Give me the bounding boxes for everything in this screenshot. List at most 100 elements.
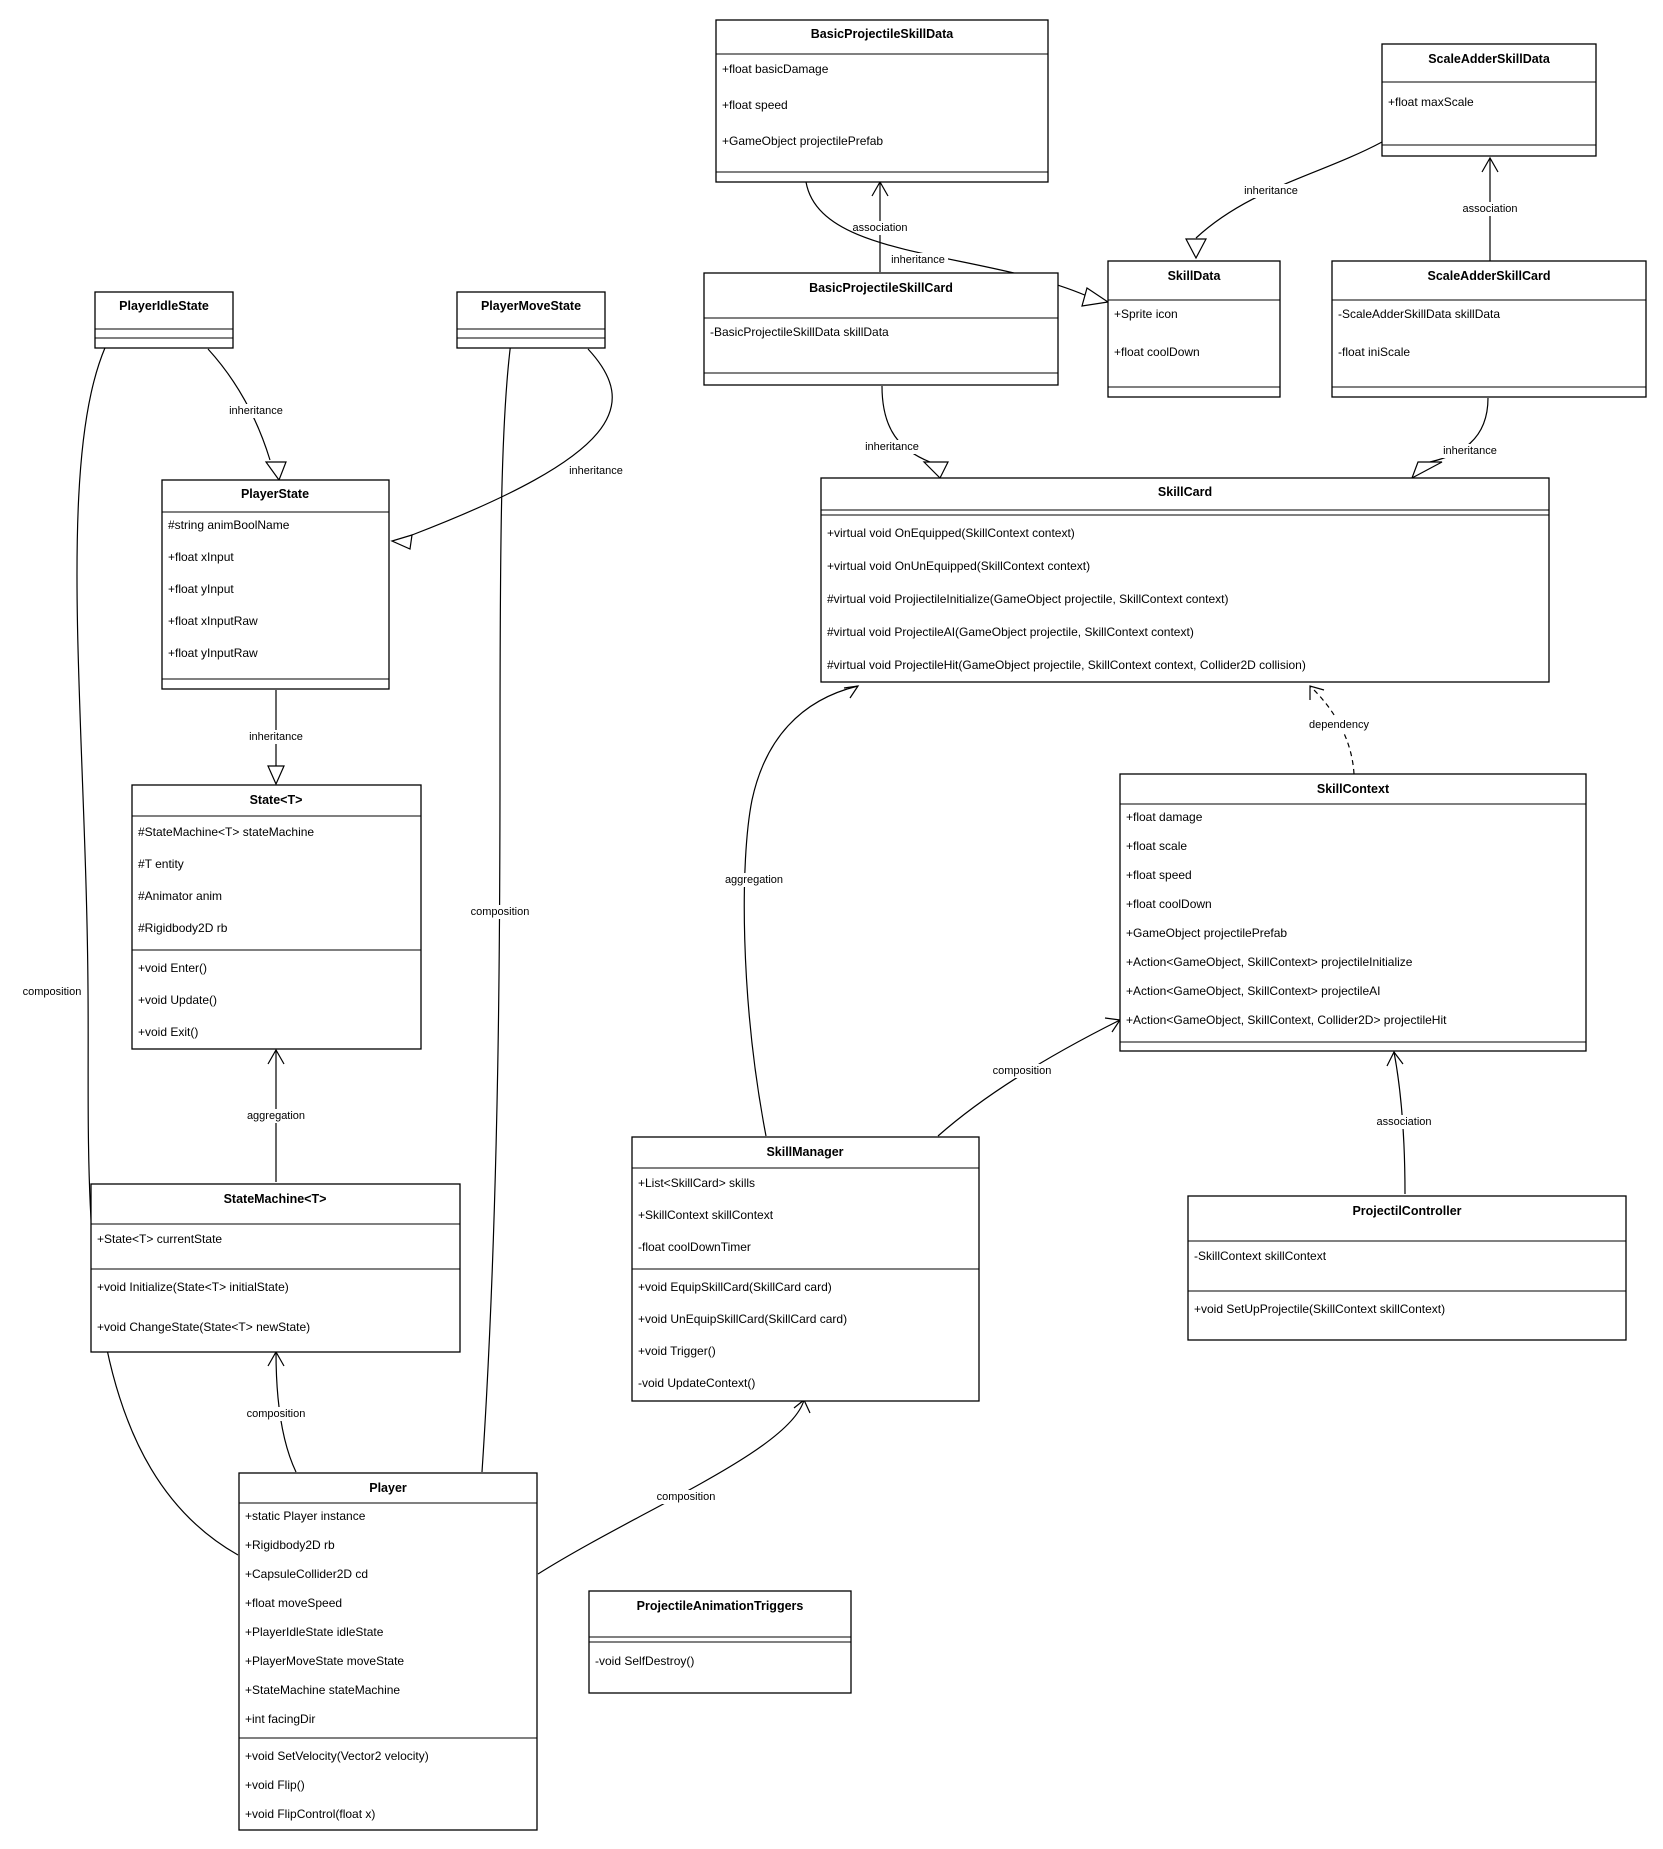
field: +Rigidbody2D rb xyxy=(245,1538,335,1552)
class-name: ProjectileAnimationTriggers xyxy=(637,1599,804,1613)
label-association: association xyxy=(1376,1116,1431,1128)
class-scale-adder-skill-data[interactable]: ScaleAdderSkillData +float maxScale xyxy=(1381,43,1597,157)
field: #Rigidbody2D rb xyxy=(138,921,228,935)
class-name: PlayerState xyxy=(241,487,309,501)
label-dependency: dependency xyxy=(1309,719,1369,731)
class-name: SkillData xyxy=(1168,269,1222,283)
field: +SkillContext skillContext xyxy=(638,1208,774,1222)
label-composition: composition xyxy=(657,1491,716,1503)
field: #StateMachine<T> stateMachine xyxy=(138,825,314,839)
class-name: PlayerMoveState xyxy=(481,299,581,313)
method: +void FlipControl(float x) xyxy=(245,1807,375,1821)
method: -void UpdateContext() xyxy=(638,1376,755,1390)
method: #virtual void ProjectileHit(GameObject p… xyxy=(827,658,1306,672)
class-name: ScaleAdderSkillData xyxy=(1428,52,1551,66)
field: +static Player instance xyxy=(245,1509,366,1523)
field: +float damage xyxy=(1126,810,1203,824)
class-state[interactable]: State<T> #StateMachine<T> stateMachine #… xyxy=(131,784,422,1050)
class-skill-manager[interactable]: SkillManager +List<SkillCard> skills +Sk… xyxy=(631,1136,980,1402)
edge-controller-to-skillcontext: association xyxy=(1372,1050,1436,1195)
edge-bpcard-to-skillcard: inheritance xyxy=(862,385,949,480)
edge-move-to-playerstate: inheritance xyxy=(390,348,626,550)
label-composition: composition xyxy=(247,1408,306,1420)
field: -BasicProjectileSkillData skillData xyxy=(710,325,889,339)
label-aggregation: aggregation xyxy=(725,874,783,886)
class-basic-projectile-skill-data[interactable]: BasicProjectileSkillData +float basicDam… xyxy=(715,19,1049,183)
class-skill-data[interactable]: SkillData +Sprite icon +float coolDown xyxy=(1107,260,1281,398)
method: +void SetVelocity(Vector2 velocity) xyxy=(245,1749,429,1763)
edge-skillmanager-to-skillcard: aggregation xyxy=(722,685,860,1137)
label-inheritance: inheritance xyxy=(229,405,283,417)
label-aggregation: aggregation xyxy=(247,1110,305,1122)
class-name: State<T> xyxy=(250,793,303,807)
label-inheritance: inheritance xyxy=(891,254,945,266)
class-skill-context[interactable]: SkillContext +float damage +float scale … xyxy=(1119,773,1587,1052)
method: +virtual void OnEquipped(SkillContext co… xyxy=(827,526,1075,540)
class-player-state[interactable]: PlayerState #string animBoolName +float … xyxy=(161,479,390,690)
edge-sacard-to-sadata: association xyxy=(1458,156,1522,262)
label-inheritance: inheritance xyxy=(1443,445,1497,457)
field: +int facingDir xyxy=(245,1712,315,1726)
method: +void UnEquipSkillCard(SkillCard card) xyxy=(638,1312,847,1326)
edge-player-to-idle: composition xyxy=(18,318,239,1556)
field: +float speed xyxy=(1126,868,1192,882)
field: #Animator anim xyxy=(138,889,222,903)
label-composition: composition xyxy=(993,1065,1052,1077)
class-projectile-animation-triggers[interactable]: ProjectileAnimationTriggers -void SelfDe… xyxy=(588,1590,852,1694)
field: +PlayerMoveState moveState xyxy=(245,1654,404,1668)
label-inheritance: inheritance xyxy=(1244,185,1298,197)
edge-statemachine-to-state: aggregation xyxy=(244,1048,308,1182)
field: +State<T> currentState xyxy=(97,1232,222,1246)
class-projectil-controller[interactable]: ProjectilController -SkillContext skillC… xyxy=(1187,1195,1627,1341)
class-name: SkillCard xyxy=(1158,485,1212,499)
class-name: SkillContext xyxy=(1317,782,1390,796)
label-composition: composition xyxy=(471,906,530,918)
label-composition: composition xyxy=(23,986,82,998)
edge-sadata-to-skilldata: inheritance xyxy=(1185,141,1383,260)
class-name: SkillManager xyxy=(766,1145,843,1159)
field: +float speed xyxy=(722,98,788,112)
class-basic-projectile-skill-card[interactable]: BasicProjectileSkillCard -BasicProjectil… xyxy=(703,272,1059,386)
label-association: association xyxy=(852,222,907,234)
method: +void Flip() xyxy=(245,1778,305,1792)
field: +Sprite icon xyxy=(1114,307,1178,321)
class-player-idle-state[interactable]: PlayerIdleState xyxy=(94,291,234,349)
field: +float yInput xyxy=(168,582,234,596)
edge-skillmanager-to-skillcontext: composition xyxy=(937,1017,1122,1137)
method: +void Exit() xyxy=(138,1025,198,1039)
label-inheritance: inheritance xyxy=(569,465,623,477)
field: +float xInput xyxy=(168,550,234,564)
field: +StateMachine stateMachine xyxy=(245,1683,400,1697)
class-name: ScaleAdderSkillCard xyxy=(1428,269,1551,283)
class-name: Player xyxy=(369,1481,407,1495)
method: +void Update() xyxy=(138,993,217,1007)
method: -void SelfDestroy() xyxy=(595,1654,694,1668)
field: -SkillContext skillContext xyxy=(1194,1249,1327,1263)
field: +GameObject projectilePrefab xyxy=(722,134,883,148)
edge-sacard-to-skillcard: inheritance xyxy=(1410,397,1500,480)
field: +GameObject projectilePrefab xyxy=(1126,926,1287,940)
class-scale-adder-skill-card[interactable]: ScaleAdderSkillCard -ScaleAdderSkillData… xyxy=(1331,260,1647,398)
method: +void SetUpProjectile(SkillContext skill… xyxy=(1194,1302,1445,1316)
class-player-move-state[interactable]: PlayerMoveState xyxy=(456,291,606,349)
edge-playerstate-to-state: inheritance xyxy=(246,690,306,786)
class-name: BasicProjectileSkillData xyxy=(811,27,954,41)
field: +float coolDown xyxy=(1114,345,1200,359)
field: +float scale xyxy=(1126,839,1187,853)
field: #T entity xyxy=(138,857,184,871)
method: #virtual void ProjiectileInitialize(Game… xyxy=(827,592,1229,606)
class-name: StateMachine<T> xyxy=(224,1192,327,1206)
edge-bpdata-to-skilldata: inheritance xyxy=(805,181,1110,307)
field: +float maxScale xyxy=(1388,95,1474,109)
class-player[interactable]: Player +static Player instance +Rigidbod… xyxy=(238,1472,538,1831)
method: +void ChangeState(State<T> newState) xyxy=(97,1320,310,1334)
class-skill-card[interactable]: SkillCard +virtual void OnEquipped(Skill… xyxy=(820,477,1550,683)
field: +CapsuleCollider2D cd xyxy=(245,1567,368,1581)
field: #string animBoolName xyxy=(168,518,290,532)
class-state-machine[interactable]: StateMachine<T> +State<T> currentState +… xyxy=(90,1183,461,1353)
edge-player-to-statemachine: composition xyxy=(242,1350,310,1473)
field: -float coolDownTimer xyxy=(638,1240,751,1254)
method: #virtual void ProjectileAI(GameObject pr… xyxy=(827,625,1194,639)
